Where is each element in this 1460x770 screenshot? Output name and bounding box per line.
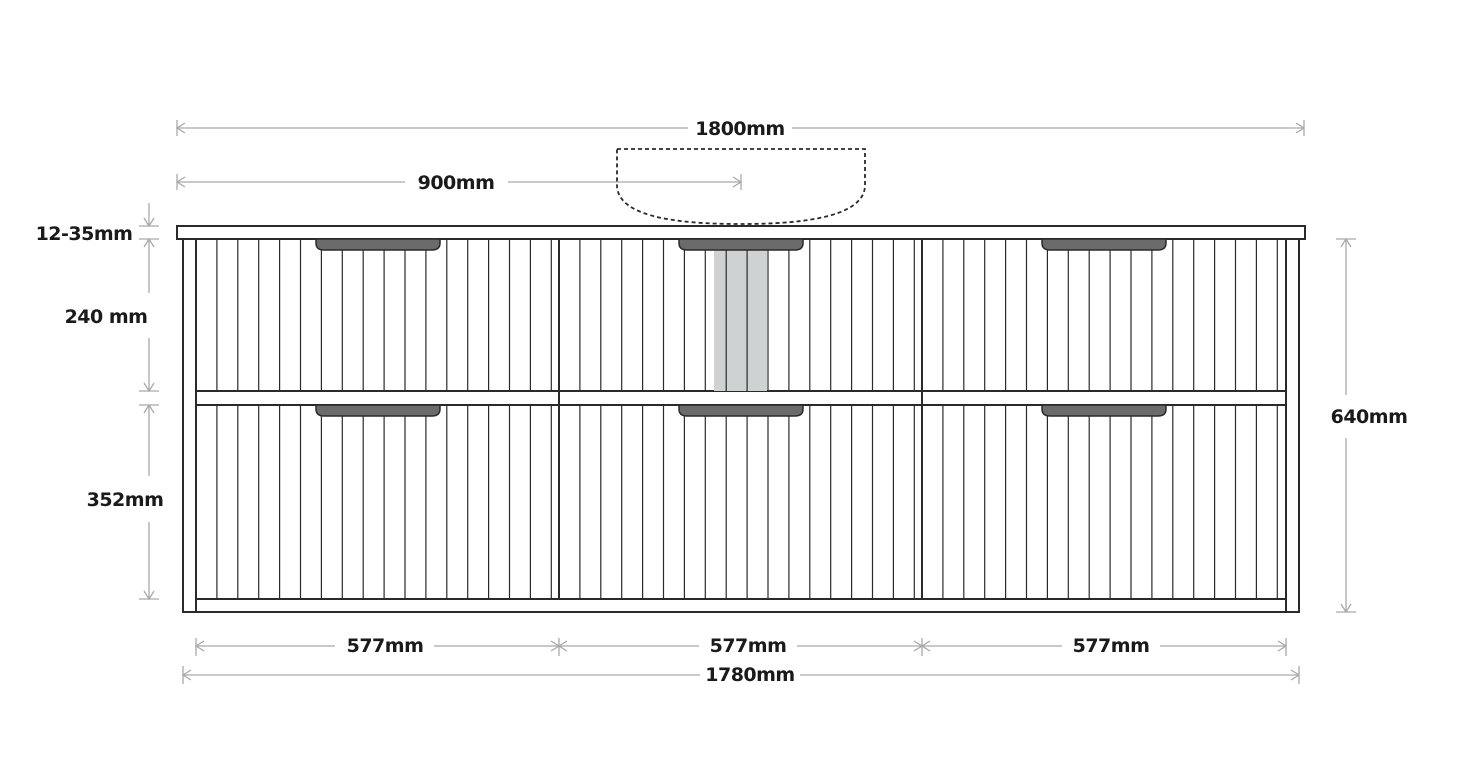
handle-bottom-right	[1041, 404, 1167, 417]
cabinet-width-label: 1780mm	[705, 664, 794, 686]
handle-top-left	[315, 238, 441, 251]
drawer-handles	[315, 238, 1167, 417]
drawer-width-middle-label: 577mm	[710, 635, 787, 657]
dimension-overall-top-width: 1800mm	[175, 118, 1306, 140]
handle-bottom-left	[315, 404, 441, 417]
dimension-drawer-widths: 577mm 577mm 577mm	[194, 635, 1288, 657]
dimension-cabinet-width: 1780mm	[181, 664, 1301, 686]
handle-top-middle	[678, 238, 804, 251]
handle-top-right	[1041, 238, 1167, 251]
dimension-bottom-drawer-height: 352mm	[87, 403, 164, 601]
benchtop	[176, 225, 1306, 240]
handle-bottom-middle	[678, 404, 804, 417]
basin-outline	[616, 148, 866, 225]
plumbing-cutout-zone	[714, 241, 767, 391]
dimension-overall-height: 640mm	[1331, 237, 1408, 614]
overall-height-label: 640mm	[1331, 406, 1408, 428]
top-drawer-height-label: 240 mm	[65, 306, 148, 328]
overall-top-width-label: 1800mm	[695, 118, 784, 140]
dimension-basin-center: 900mm	[175, 172, 743, 194]
top-thickness-label: 12-35mm	[36, 223, 133, 245]
drawer-width-left-label: 577mm	[347, 635, 424, 657]
dimension-top-drawer-height: 240 mm	[65, 237, 159, 393]
basin-center-label: 900mm	[418, 172, 495, 194]
bottom-drawer-height-label: 352mm	[87, 489, 164, 511]
fluted-slats	[216, 239, 1278, 599]
drawer-width-right-label: 577mm	[1073, 635, 1150, 657]
dimension-top-thickness: 12-35mm	[36, 203, 159, 245]
